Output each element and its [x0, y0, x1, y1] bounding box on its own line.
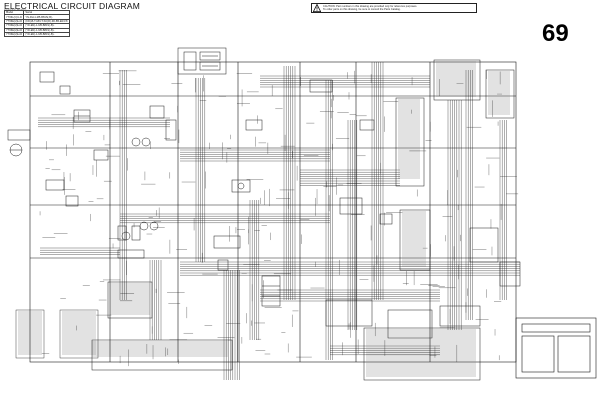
right-connector-columns [395, 59, 521, 287]
wire-bundles [18, 61, 520, 380]
page-number: 69 [542, 20, 569, 47]
caution-notice: CAUTION: Part numbers in this drawing ar… [311, 3, 477, 13]
bottom-connector-blocks [91, 281, 481, 381]
applicable-machine-table: Model Serial YT06L(C)U-D YN-RH-1-M5-B81S… [3, 9, 70, 38]
left-components [7, 71, 177, 259]
table-cell: (YD-EN)-1-M5-B81S(-B)- [23, 31, 70, 38]
middle-components [213, 79, 393, 307]
table-cell: YT06E(U)H-D [3, 31, 25, 38]
detail-inset [515, 317, 597, 379]
table-row: YT06E(U)H-D (YD-EN)-1-M5-B81S(-B)- [3, 31, 70, 38]
pin-legend-table [15, 309, 99, 359]
top-connector-block [177, 47, 227, 75]
caution-line-1: CAUTION: Part numbers in this drawing ar… [323, 5, 418, 8]
main-harness [29, 61, 517, 363]
warning-icon [313, 4, 321, 12]
diagram-title: ELECTRICAL CIRCUIT DIAGRAM [4, 1, 141, 11]
caution-line-2: To order parts on this drawing, be sure … [323, 8, 401, 11]
